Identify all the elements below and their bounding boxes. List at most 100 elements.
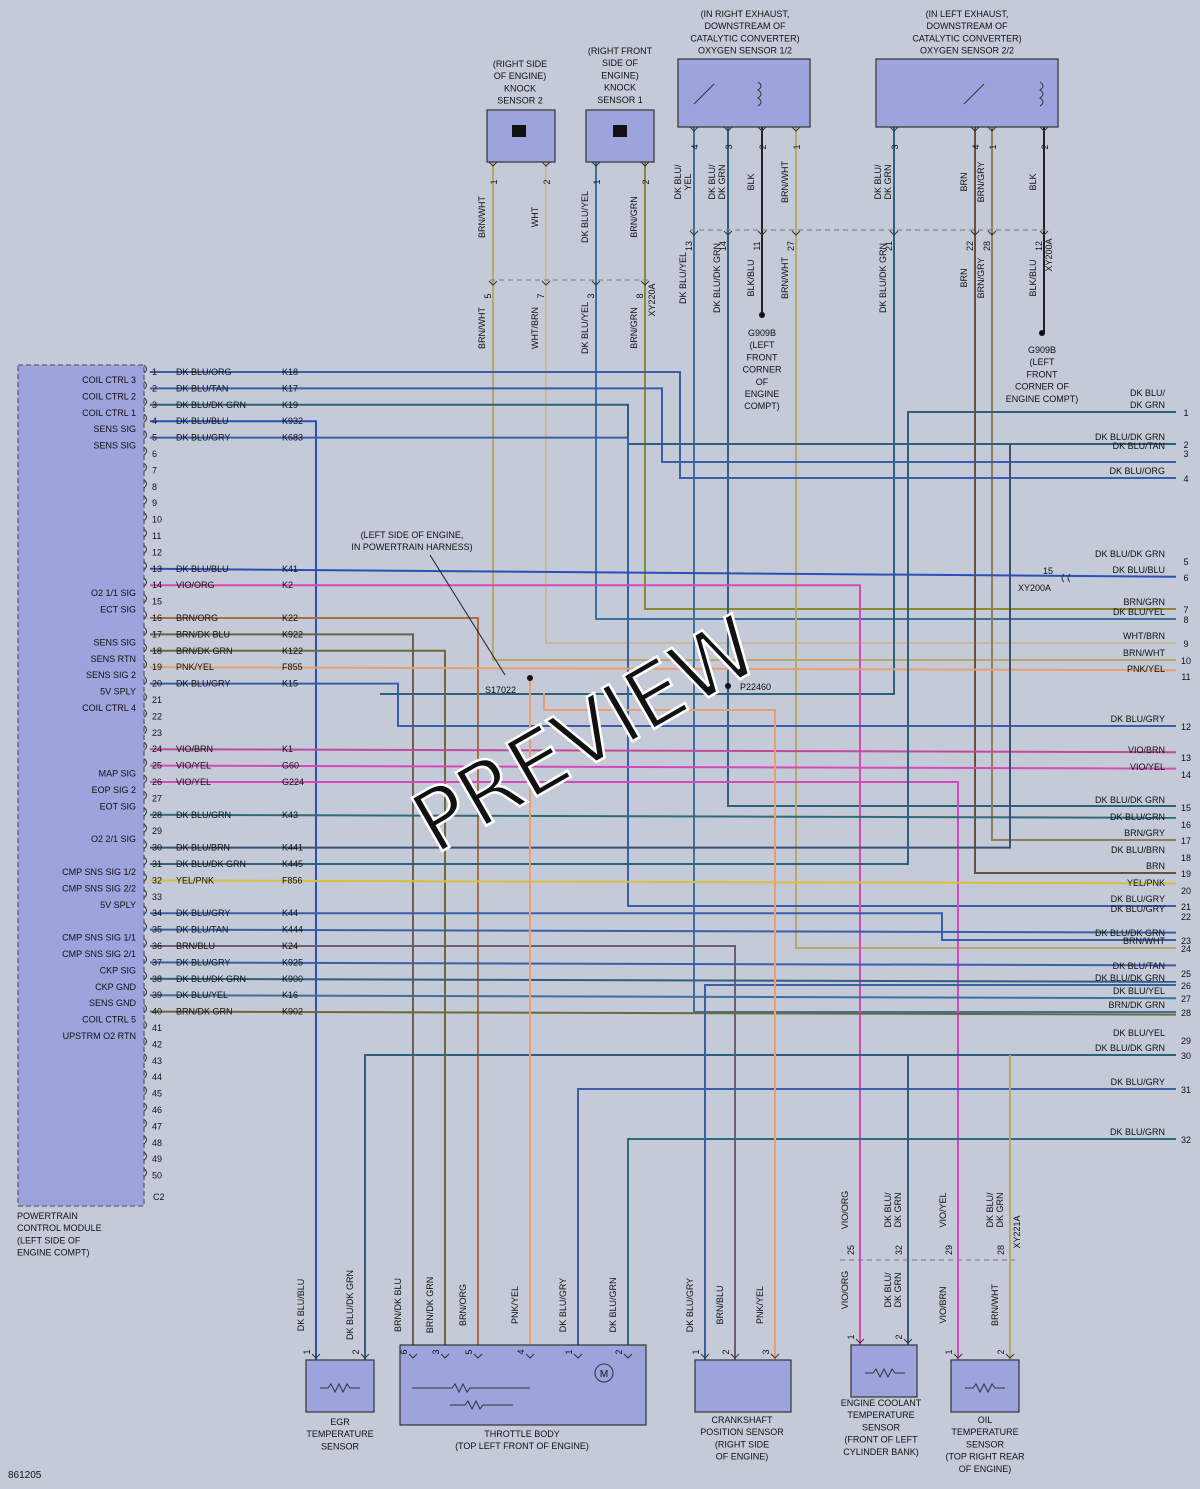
wire-vio-yel xyxy=(150,781,959,1360)
bottom-upper-wire-color: VIO/ORG xyxy=(840,1191,850,1230)
throttle-body-box xyxy=(399,1344,647,1426)
pcm-pin-circuit: K441 xyxy=(282,843,303,853)
pcm-pin-number: 17 xyxy=(152,629,162,639)
pcm-pin-wire-color: DK BLU/TAN xyxy=(176,925,228,935)
wire-dk-blu-yel xyxy=(595,162,1176,620)
top-upper-wire-color: BRN xyxy=(959,172,969,191)
connector-xy200a-pin: 15 xyxy=(1043,566,1053,576)
wire-brn-org xyxy=(150,617,479,1360)
right-connector-pin: 3 xyxy=(1183,449,1188,459)
pin-caret xyxy=(525,1353,535,1359)
wire-dk-blu-blu xyxy=(149,567,1177,578)
pcm-pin-number: 2 xyxy=(152,383,157,393)
bottom-upper-pin-number: 32 xyxy=(894,1245,904,1255)
top-lower-pin: 8 xyxy=(635,293,645,298)
pcm-pin-wire-color: DK BLU/GRY xyxy=(176,433,230,443)
pcm-pin-number: 21 xyxy=(152,695,162,705)
right-connector-wire-color: DK BLU/GRY xyxy=(1111,894,1165,904)
bottom-pin-number: 6 xyxy=(399,1349,409,1354)
ect-sensor-label: TEMPERATURE xyxy=(847,1410,914,1420)
pcm-pin-wire-color: VIO/BRN xyxy=(176,744,213,754)
pcm-pin-number: 44 xyxy=(152,1072,162,1082)
pcm-pin-number: 47 xyxy=(152,1121,162,1131)
right-connector-pin: 19 xyxy=(1181,869,1191,879)
pcm-pin-number: 8 xyxy=(152,482,157,492)
connector-xy200a-side: XY200A xyxy=(1018,583,1051,593)
oil-temp-sensor-label: SENSOR xyxy=(966,1439,1005,1449)
pcm-pin-function: CMP SNS SIG 2/2 xyxy=(62,883,136,893)
top-upper-wire-color: BRN/WHT xyxy=(477,196,487,238)
top-lower-pin: 3 xyxy=(586,293,596,298)
wire-dk-blu-grn xyxy=(627,1138,1176,1360)
right-connector-wire-color: WHT/BRN xyxy=(1123,631,1165,641)
top-lower-wire-color: BRN xyxy=(959,268,969,287)
bottom-pin-wire-color: BRN/DK GRN xyxy=(425,1277,435,1334)
pcm-pin-wire-color: BRN/DK GRN xyxy=(176,646,233,656)
wire-dk-blu-dk-grn xyxy=(150,403,1176,445)
pin-caret xyxy=(311,1353,321,1359)
pcm-pin-number: 26 xyxy=(152,777,162,787)
pcm-pin-number: 33 xyxy=(152,892,162,902)
right-connector-wire-color: DK BLU/GRY xyxy=(1111,904,1165,914)
right-connector-pin: 15 xyxy=(1181,803,1191,813)
top-lower-wire-color: DK BLU/YEL xyxy=(678,252,688,304)
right-connector-wire-color: YEL/PNK xyxy=(1127,878,1165,888)
right-connector-wire-color: PNK/YEL xyxy=(1127,664,1165,674)
ckp-sensor-box xyxy=(694,1359,792,1413)
pin-caret xyxy=(640,280,650,286)
pcm-pin-function: COIL CTRL 2 xyxy=(82,391,136,401)
right-connector-wire-color: BRN/WHT xyxy=(1123,648,1165,658)
right-connector-wire-color: DK BLU/BLU xyxy=(1112,565,1165,575)
pcm-pin-number: 3 xyxy=(152,400,157,410)
top-lower-pin: 13 xyxy=(684,241,694,251)
pcm-pin-function: CKP GND xyxy=(95,982,136,992)
top-lower-wire-color: WHT/BRN xyxy=(530,307,540,349)
wire-dk-blu-org xyxy=(150,371,1176,479)
pcm-pin-circuit: K922 xyxy=(282,629,303,639)
pcm-label: POWERTRAIN xyxy=(17,1211,78,1221)
pcm-pin-number: 14 xyxy=(152,580,162,590)
right-connector-wire-color: BRN/DK GRN xyxy=(1108,1000,1165,1010)
right-connector-wire-color: DK BLU/GRN xyxy=(1110,812,1165,822)
pcm-pin-wire-color: DK BLU/GRY xyxy=(176,908,230,918)
pin-caret xyxy=(1005,1353,1015,1359)
pcm-pin-mark xyxy=(143,413,147,423)
knock-sensor-1-label: KNOCK xyxy=(604,83,636,93)
right-connector-pin: 18 xyxy=(1181,853,1191,863)
pcm-pin-wire-color: DK BLU/GRY xyxy=(176,957,230,967)
pcm-pin-mark xyxy=(143,561,147,571)
pcm-pin-number: 22 xyxy=(152,711,162,721)
pcm-pin-circuit: K925 xyxy=(282,957,303,967)
right-connector-wire-color: BRN xyxy=(1146,861,1165,871)
ground-g909b-label: (LEFT xyxy=(749,340,775,350)
throttle-motor-icon xyxy=(594,1363,614,1383)
pin-caret xyxy=(541,161,551,167)
pcm-pin-function: EOT SIG xyxy=(100,801,136,811)
top-upper-pin: 4 xyxy=(971,144,981,149)
bottom-upper-pin-number: 25 xyxy=(846,1245,856,1255)
pcm-pin-mark xyxy=(143,1168,147,1177)
right-connector-wire-color: DK BLU/ORG xyxy=(1109,466,1165,476)
pcm-pin-wire-color: DK BLU/TAN xyxy=(176,383,228,393)
wire-dk-blu-gry xyxy=(150,682,1176,727)
bottom-pin-wire-color: VIO/ORG xyxy=(840,1271,850,1310)
pcm-pin-number: 15 xyxy=(152,597,162,607)
pcm-pin-function: EOP SIG 2 xyxy=(92,785,136,795)
ground-icon xyxy=(759,312,765,318)
wire-pnk-yel xyxy=(543,693,776,1360)
right-connector-wire-color: DK BLU/DK GRN xyxy=(1095,795,1165,805)
wires-layer xyxy=(149,127,1177,1360)
ground-g909b-label: ENGINE COMPT) xyxy=(1006,394,1079,404)
right-connector-pin: 17 xyxy=(1181,836,1191,846)
right-connector-pin: 7 xyxy=(1183,605,1188,615)
throttle-position-sensor-icon xyxy=(412,1382,530,1411)
wire-dk-blu-brn xyxy=(150,444,1011,849)
bottom-pin-wire-color: DK BLU/DK GRN xyxy=(345,1270,355,1340)
pin-caret xyxy=(700,1353,710,1359)
right-connector-pin: 28 xyxy=(1181,1008,1191,1018)
oxygen-sensor-22-label: OXYGEN SENSOR 2/2 xyxy=(920,46,1014,56)
pcm-pin-circuit: K445 xyxy=(282,859,303,869)
right-connector-wire-color: DK BLU/GRY xyxy=(1111,1077,1165,1087)
oxygen-sensor-22-label: DOWNSTREAM OF xyxy=(927,21,1008,31)
